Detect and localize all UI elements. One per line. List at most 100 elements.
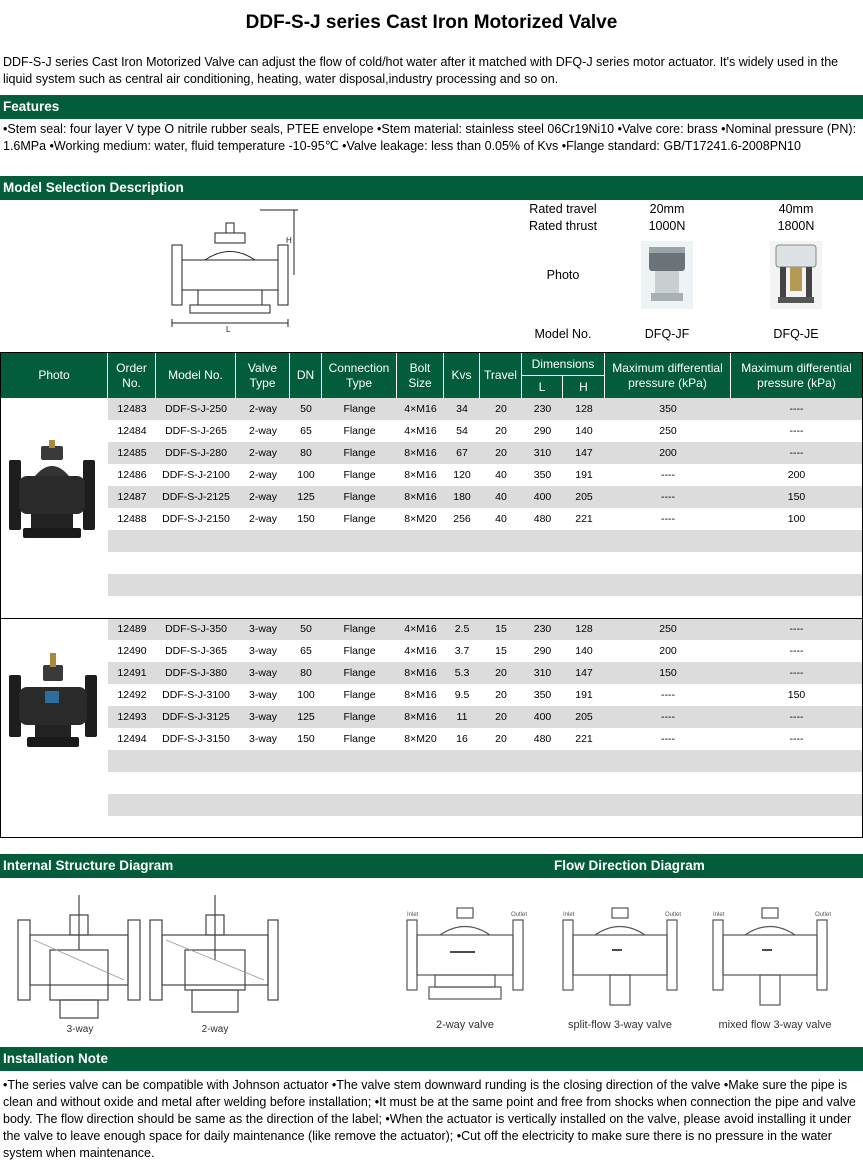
model-selection-header: Model Selection Description bbox=[0, 176, 863, 200]
table-cell: 150 bbox=[297, 513, 315, 525]
features-text: •Stem seal: four layer V type O nitrile … bbox=[3, 122, 857, 153]
table-row bbox=[108, 772, 862, 794]
model-no-label: Model No. bbox=[534, 327, 592, 341]
table-cell: 140 bbox=[575, 645, 593, 657]
features-header: Features bbox=[0, 95, 863, 119]
label-2-way: 2-way bbox=[202, 1024, 229, 1035]
table-cell: 221 bbox=[575, 733, 593, 745]
table-cell: 8×M16 bbox=[404, 447, 437, 459]
photo-label: Photo bbox=[546, 268, 580, 282]
table-cell: DDF-S-J-265 bbox=[165, 425, 227, 437]
table-row bbox=[108, 794, 862, 816]
outlet-label-1: Outlet bbox=[511, 912, 527, 918]
table-cell: Flange bbox=[343, 403, 376, 415]
table-cell: 12485 bbox=[117, 447, 147, 459]
table-cell: 80 bbox=[300, 667, 312, 679]
rated-travel-label: Rated travel bbox=[529, 202, 597, 216]
table-cell: 20 bbox=[495, 667, 507, 679]
table-cell: DDF-S-J-250 bbox=[165, 403, 227, 415]
je-travel: 40mm bbox=[778, 202, 814, 216]
table-cell: DDF-S-J-3100 bbox=[162, 689, 230, 701]
th-dim-l: L bbox=[522, 375, 563, 398]
table-cell: 12493 bbox=[117, 711, 147, 723]
table-cell: ---- bbox=[789, 403, 804, 415]
table-cell: ---- bbox=[661, 469, 675, 481]
table-cell: 20 bbox=[495, 403, 507, 415]
valve-dimension-drawing: L H bbox=[171, 209, 298, 334]
flow-direction-header: Flow Direction Diagram bbox=[554, 858, 705, 873]
table-cell: 20 bbox=[495, 447, 507, 459]
inlet-label-2: Inlet bbox=[563, 912, 575, 918]
th-bolt: Bolt Size bbox=[397, 353, 444, 398]
table-cell: Flange bbox=[343, 733, 376, 745]
group-separator bbox=[1, 618, 862, 619]
table-cell: 400 bbox=[533, 491, 552, 503]
table-cell: 480 bbox=[533, 733, 552, 745]
table-cell: ---- bbox=[661, 733, 675, 745]
table-cell: ---- bbox=[661, 491, 675, 503]
page-title: DDF-S-J series Cast Iron Motorized Valve bbox=[245, 12, 618, 33]
three-way-valve-photo bbox=[9, 653, 97, 747]
table-cell: 20 bbox=[495, 689, 507, 701]
flow-direction-diagram: Inlet Outlet Inlet Outlet Inlet Outlet 2… bbox=[406, 907, 832, 1031]
table-cell: 290 bbox=[533, 645, 552, 657]
th-model: Model No. bbox=[156, 353, 236, 398]
table-cell: Flange bbox=[343, 447, 376, 459]
th-max-dp-1: Maximum differential pressure (kPa) bbox=[605, 353, 731, 398]
table-cell: 8×M16 bbox=[404, 491, 437, 503]
table-cell: 3-way bbox=[248, 733, 277, 745]
th-dimensions: Dimensions bbox=[522, 353, 605, 375]
table-cell: ---- bbox=[789, 623, 804, 635]
table-cell: 3-way bbox=[248, 711, 277, 723]
table-cell: 150 bbox=[297, 733, 315, 745]
table-cell: 147 bbox=[575, 667, 593, 679]
table-cell: 191 bbox=[575, 469, 593, 481]
table-cell: 150 bbox=[787, 491, 806, 503]
table-cell: 120 bbox=[453, 469, 471, 481]
table-cell: 2-way bbox=[248, 403, 277, 415]
table-cell: 100 bbox=[297, 469, 315, 481]
table-cell: 12488 bbox=[117, 513, 147, 525]
th-connection: Connection Type bbox=[322, 353, 397, 398]
table-cell: 350 bbox=[659, 403, 677, 415]
table-cell: DDF-S-J-350 bbox=[165, 623, 227, 635]
table-cell: 20 bbox=[495, 711, 507, 723]
table-cell: 12489 bbox=[117, 623, 147, 635]
table-cell: 8×M20 bbox=[404, 513, 437, 525]
table-cell: DDF-S-J-2100 bbox=[162, 469, 230, 481]
table-cell: 2-way bbox=[248, 491, 277, 503]
label-split-flow: split-flow 3-way valve bbox=[568, 1019, 672, 1031]
table-cell: 2-way bbox=[248, 425, 277, 437]
table-cell: 4×M16 bbox=[404, 623, 437, 635]
table-cell: 40 bbox=[495, 491, 507, 503]
je-thrust: 1800N bbox=[777, 219, 815, 233]
table-cell: 3-way bbox=[248, 667, 277, 679]
table-cell: 310 bbox=[533, 667, 552, 679]
table-cell: 250 bbox=[659, 623, 677, 635]
table-cell: DDF-S-J-280 bbox=[165, 447, 227, 459]
table-cell: 12486 bbox=[117, 469, 147, 481]
table-row bbox=[108, 816, 862, 838]
table-cell: 400 bbox=[533, 711, 552, 723]
table-cell: 8×M16 bbox=[404, 711, 437, 723]
table-cell: 5.3 bbox=[454, 667, 470, 679]
table-cell: 40 bbox=[495, 469, 507, 481]
table-cell: Flange bbox=[343, 513, 376, 525]
table-cell: 4×M16 bbox=[404, 403, 437, 415]
table-cell: 12492 bbox=[117, 689, 147, 701]
inlet-label-1: Inlet bbox=[407, 912, 419, 918]
table-cell: ---- bbox=[661, 689, 675, 701]
table-cell: 12487 bbox=[117, 491, 147, 503]
table-cell: 125 bbox=[297, 491, 315, 503]
table-cell: 12483 bbox=[117, 403, 147, 415]
model-table: Photo Order No. Model No. Valve Type DN … bbox=[0, 352, 863, 838]
table-cell: 256 bbox=[453, 513, 471, 525]
table-cell: 150 bbox=[659, 667, 677, 679]
